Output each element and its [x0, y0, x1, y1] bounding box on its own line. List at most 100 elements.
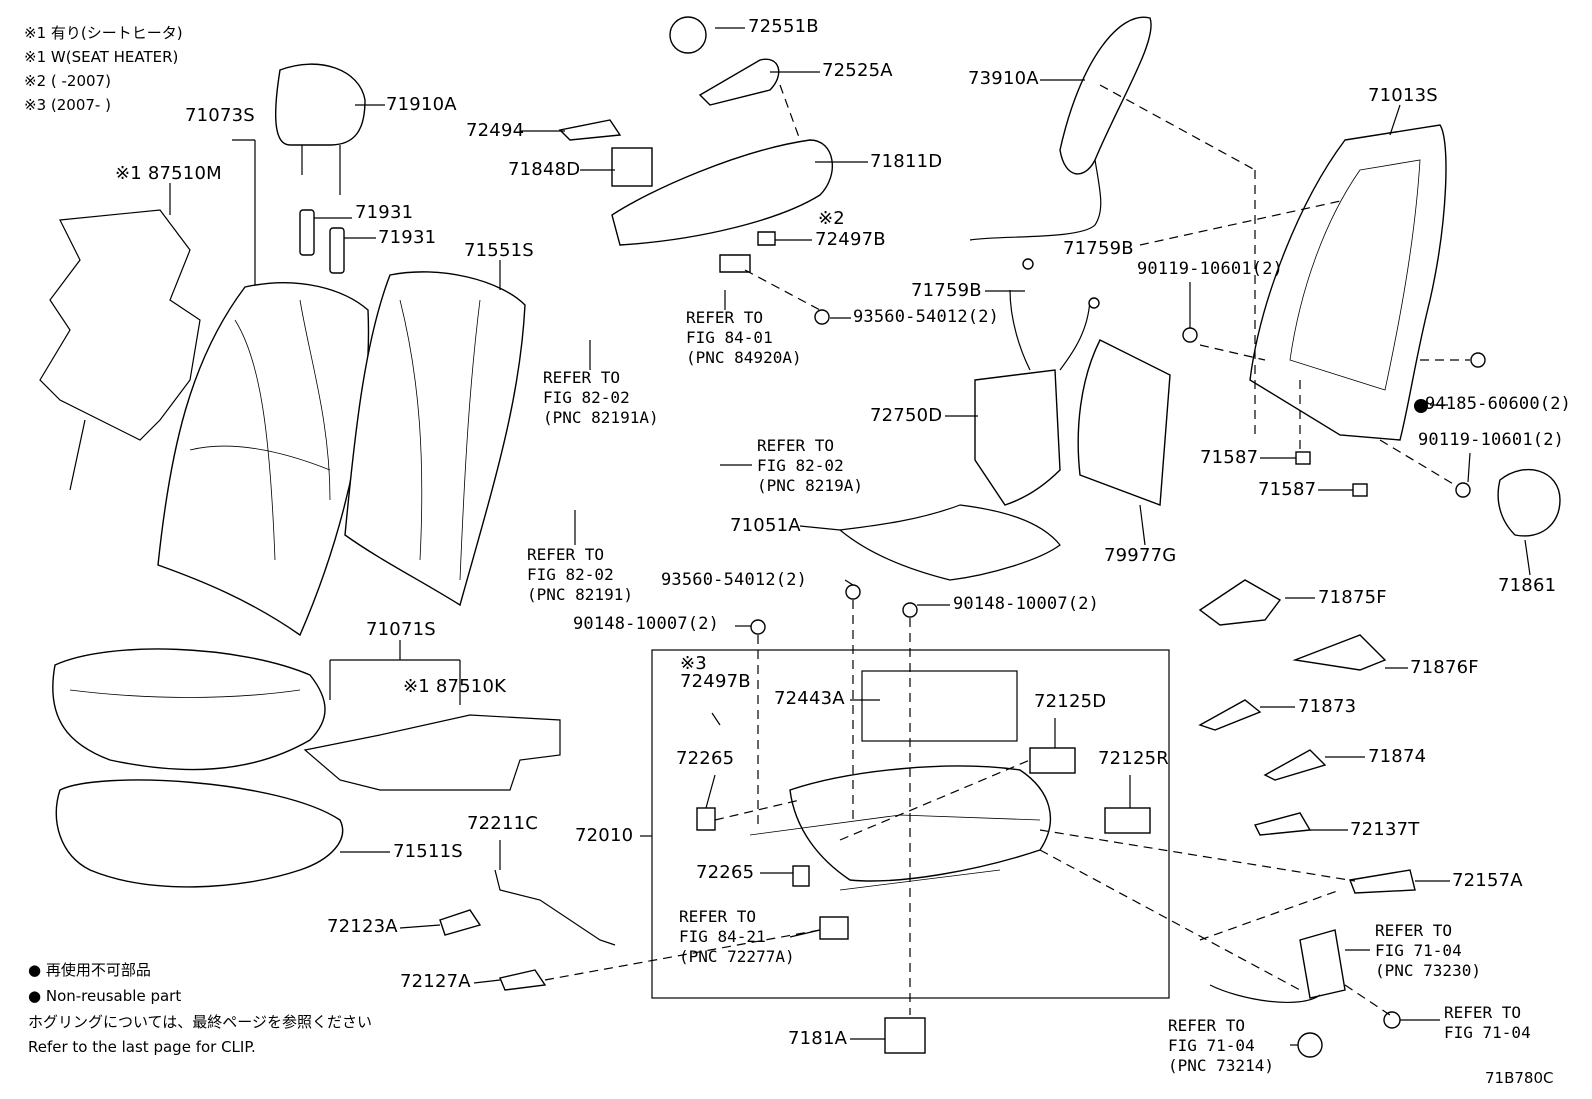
clip-72497B	[757, 231, 776, 246]
part-label-87510K[interactable]: ※1 87510K	[403, 676, 507, 697]
part-label-94185[interactable]: 94185-60600(2)	[1425, 394, 1572, 414]
part-label-71073S[interactable]: 71073S	[185, 105, 255, 126]
part-label-72525A[interactable]: 72525A	[822, 60, 893, 81]
part-label-72125D[interactable]: 72125D	[1034, 691, 1107, 712]
part-label-72211C[interactable]: 72211C	[467, 813, 539, 834]
cover-72125D	[1029, 747, 1076, 774]
part-label-71013S[interactable]: 71013S	[1368, 85, 1438, 106]
part-label-71876F[interactable]: 71876F	[1410, 657, 1479, 678]
part-label-71811D[interactable]: 71811D	[870, 151, 943, 172]
note-seat-heater-en: ※1 W(SEAT HEATER)	[24, 48, 179, 66]
seatback-frame-shape	[1249, 124, 1447, 441]
part-label-71861[interactable]: 71861	[1498, 575, 1557, 596]
reference-fig-71-04-a[interactable]: REFER TO FIG 71-04 (PNC 73230)	[1375, 921, 1481, 980]
lever-shape	[698, 58, 780, 106]
bolt-90148-a	[750, 619, 766, 635]
part-label-72443A[interactable]: 72443A	[774, 688, 845, 709]
buckle-wire	[1209, 984, 1321, 1004]
part-label-72125R[interactable]: 72125R	[1098, 748, 1169, 769]
nut-fig-71-04	[1383, 1011, 1401, 1029]
part-label-71873[interactable]: 71873	[1298, 696, 1357, 717]
part-label-72265-upper[interactable]: 72265	[676, 748, 735, 769]
legend-non-reusable-jp: ● 再使用不可部品	[28, 961, 151, 979]
small-part-72494	[558, 119, 622, 141]
note-2: ※2 ( -2007)	[24, 72, 111, 90]
cover-72157A	[1349, 869, 1416, 894]
part-label-71759B-right[interactable]: 71759B	[1063, 238, 1134, 259]
seatback-cover-shape	[157, 282, 370, 637]
clip-71587-a	[1295, 451, 1311, 465]
bolt-90119-a	[1182, 327, 1198, 343]
part-label-71931-upper[interactable]: 71931	[355, 202, 414, 223]
subassembly-inset-box	[861, 670, 1018, 742]
cover-72127A	[499, 969, 547, 991]
part-label-71511S[interactable]: 71511S	[393, 841, 463, 862]
reference-fig-71-04-b[interactable]: REFER TO FIG 71-04	[1444, 1003, 1531, 1042]
part-label-93560-lower[interactable]: 93560-54012(2)	[661, 570, 808, 590]
part-label-72750D[interactable]: 72750D	[870, 405, 943, 426]
part-label-87510M[interactable]: ※1 87510M	[115, 163, 222, 184]
motor-7181A	[884, 1017, 926, 1054]
part-label-71551S[interactable]: 71551S	[464, 240, 534, 261]
part-label-71875F[interactable]: 71875F	[1318, 587, 1387, 608]
part-label-72265-lower[interactable]: 72265	[696, 862, 755, 883]
bolt-93560-b	[845, 584, 861, 600]
note-seat-heater-jp: ※1 有り(シートヒータ)	[24, 24, 183, 42]
part-label-71587-right[interactable]: 71587	[1258, 479, 1317, 500]
part-label-79977G[interactable]: 79977G	[1104, 545, 1177, 566]
part-label-71759B-left[interactable]: 71759B	[911, 280, 982, 301]
reference-fig-82-02-b[interactable]: REFER TO FIG 82-02 (PNC 8219A)	[757, 436, 863, 495]
reference-fig-84-21[interactable]: REFER TO FIG 84-21 (PNC 72277A)	[679, 907, 795, 966]
part-label-71071S[interactable]: 71071S	[366, 619, 436, 640]
buckle-shape	[1299, 929, 1346, 999]
part-label-7181A[interactable]: 7181A	[788, 1028, 848, 1049]
part-label-71051A[interactable]: 71051A	[730, 515, 801, 536]
non-reusable-dot	[1414, 399, 1428, 413]
cover-71876F	[1292, 634, 1387, 671]
reference-fig-71-04-c[interactable]: REFER TO FIG 71-04 (PNC 73214)	[1168, 1016, 1274, 1075]
reference-fig-82-02-c[interactable]: REFER TO FIG 82-02 (PNC 82191)	[527, 545, 633, 604]
part-label-90148-right[interactable]: 90148-10007(2)	[953, 594, 1100, 614]
legend-clip-jp: ホグリングについては、最終ページを参照ください	[28, 1013, 372, 1031]
part-label-72157A[interactable]: 72157A	[1452, 870, 1523, 891]
part-label-71931-lower[interactable]: 71931	[378, 227, 437, 248]
side-shield-shape	[611, 139, 834, 246]
part-label-71874[interactable]: 71874	[1368, 746, 1427, 767]
part-label-71910A[interactable]: 71910A	[386, 94, 457, 115]
seat-cushion-pad-shape	[55, 779, 344, 888]
part-label-73910A[interactable]: 73910A	[968, 68, 1039, 89]
note-3: ※3 (2007- )	[24, 96, 111, 114]
part-label-72494[interactable]: 72494	[466, 120, 525, 141]
part-label-72123A[interactable]: 72123A	[327, 916, 398, 937]
seat-track-frame-shape	[789, 765, 1052, 882]
guide-shape-1	[299, 209, 315, 256]
guide-shape-2	[329, 227, 345, 274]
part-label-90119-lower[interactable]: 90119-10601(2)	[1418, 430, 1565, 450]
part-label-72127A[interactable]: 72127A	[400, 971, 471, 992]
reference-fig-82-02-a[interactable]: REFER TO FIG 82-02 (PNC 82191A)	[543, 368, 659, 427]
clip-71759B-b	[1088, 297, 1100, 309]
seat-cushion-cover-shape	[52, 648, 326, 771]
part-label-90119-upper[interactable]: 90119-10601(2)	[1137, 259, 1284, 279]
clip-71759B-a	[1022, 258, 1034, 270]
cover-71875F	[1198, 579, 1282, 626]
part-label-71848D[interactable]: 71848D	[508, 159, 581, 180]
part-label-93560-upper[interactable]: 93560-54012(2)	[853, 307, 1000, 327]
part-label-72497B-top[interactable]: 72497B	[815, 229, 886, 250]
part-label-90148-left[interactable]: 90148-10007(2)	[573, 614, 720, 634]
part-label-72551B[interactable]: 72551B	[748, 16, 819, 37]
lumbar-support-shape	[974, 369, 1061, 506]
part-label-72010[interactable]: 72010	[575, 825, 634, 846]
clip-71587-b	[1352, 483, 1368, 497]
clip-72265-a	[696, 807, 716, 831]
bracket-71848D	[611, 147, 653, 187]
part-84-21	[819, 916, 849, 940]
back-board-shape	[1077, 339, 1171, 506]
part-label-72137T[interactable]: 72137T	[1350, 819, 1420, 840]
part-label-71587-left[interactable]: 71587	[1200, 447, 1259, 468]
reference-fig-84-01[interactable]: REFER TO FIG 84-01 (PNC 84920A)	[686, 308, 802, 367]
figure-code: 71B780C	[1485, 1069, 1554, 1087]
part-label-72497B-box[interactable]: 72497B	[680, 671, 751, 692]
